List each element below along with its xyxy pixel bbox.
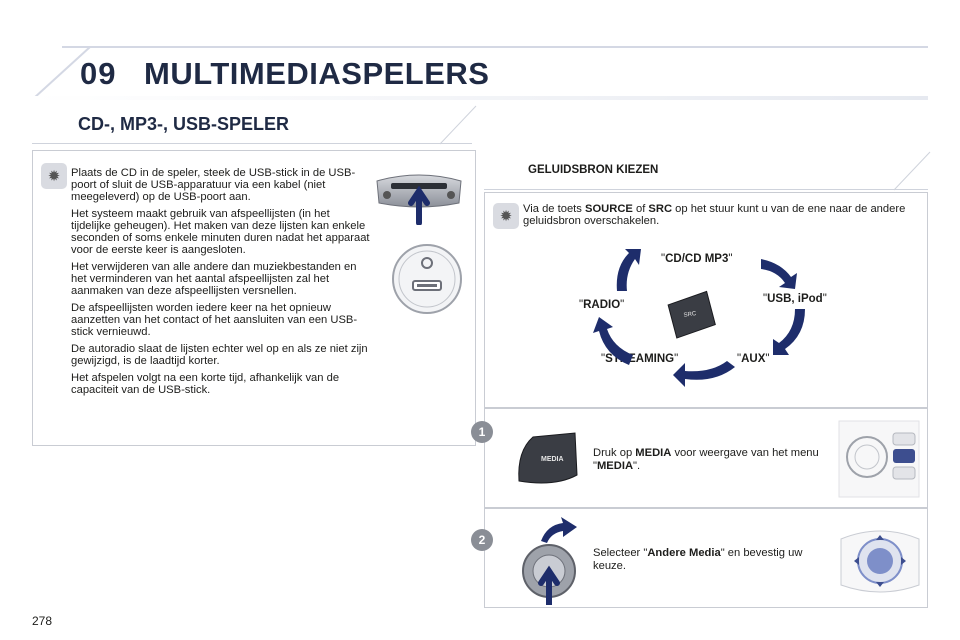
- media-button-illustration: MEDIA: [518, 432, 578, 484]
- left-info-panel: ✹ Plaats de CD in de speler, steek de US…: [32, 150, 476, 446]
- step-1-row: 1 MEDIA Druk op MEDIA voor weergave van …: [471, 408, 928, 508]
- left-info-text: Plaats de CD in de speler, steek de USB-…: [71, 167, 371, 401]
- source-intro: Via de toets SOURCE of SRC op het stuur …: [523, 203, 913, 227]
- media-button-label: MEDIA: [541, 456, 564, 463]
- chapter-number: 09: [80, 56, 117, 91]
- source-aux-label: "AUX": [737, 353, 770, 365]
- source-usb-label: "USB, iPod": [763, 293, 827, 305]
- header-corner: [33, 46, 91, 99]
- cd-slot-illustration: [376, 174, 462, 225]
- tip-sun-icon: ✹: [41, 163, 67, 189]
- paragraph-5: De autoradio slaat de lijsten echter wel…: [71, 343, 368, 367]
- step-1-badge: 1: [471, 421, 493, 443]
- chapter-title: MULTIMEDIASPELERS: [144, 56, 490, 91]
- tip-sun-icon: ✹: [493, 203, 519, 229]
- source-cd-label: "CD/CD MP3": [661, 253, 733, 265]
- header-shadow: [32, 96, 928, 100]
- right-header-corner: [893, 151, 931, 191]
- paragraph-1: Plaats de CD in de speler, steek de USB-…: [71, 167, 356, 203]
- chapter-header: 09 MULTIMEDIASPELERS: [32, 44, 928, 100]
- page-number: 278: [32, 614, 53, 628]
- section-title: CD-, MP3-, USB-SPELER: [78, 114, 290, 134]
- media-panel-illustration: [838, 420, 920, 498]
- step-2-row: 2 Selecteer "Andere Media" en bevestig u…: [471, 508, 928, 608]
- section-title-box: CD-, MP3-, USB-SPELER: [32, 104, 477, 145]
- paragraph-4: De afspeellijsten worden iedere keer na …: [71, 302, 358, 338]
- paragraph-6: Het afspelen volgt na een korte tijd, af…: [71, 372, 340, 396]
- src-button-label: SRC: [683, 311, 697, 319]
- src-key-label: SRC: [648, 203, 673, 215]
- section-corner: [439, 105, 477, 145]
- header-rule: [62, 46, 928, 48]
- intro-text: Via de toets: [523, 203, 585, 215]
- source-panel: ✹ Via de toets SOURCE of SRC op het stuu…: [484, 192, 928, 408]
- source-radio-label: "RADIO": [579, 299, 625, 311]
- intro-text: of: [632, 203, 649, 215]
- controller-panel-illustration: [840, 530, 920, 593]
- right-section-header: GELUIDSBRON KIEZEN: [484, 150, 931, 191]
- source-key-label: SOURCE: [585, 203, 633, 215]
- usb-port-illustration: [392, 244, 462, 314]
- source-cycle-arrows: SRC: [593, 249, 805, 387]
- right-section-title: GELUIDSBRON KIEZEN: [528, 164, 659, 176]
- step-2-badge: 2: [471, 529, 493, 551]
- intro-text: op het stuur kunt u van de ene naar de a…: [523, 203, 906, 227]
- step-2-text: Selecteer "Andere Media" en bevestig uw …: [593, 547, 803, 572]
- step-1-text: Druk op MEDIA voor weergave van het menu…: [593, 447, 819, 472]
- paragraph-2: Het systeem maakt gebruik van afspeellij…: [71, 208, 370, 256]
- paragraph-3: Het verwijderen van alle andere dan muzi…: [71, 261, 357, 297]
- rotary-knob-illustration: [522, 517, 577, 605]
